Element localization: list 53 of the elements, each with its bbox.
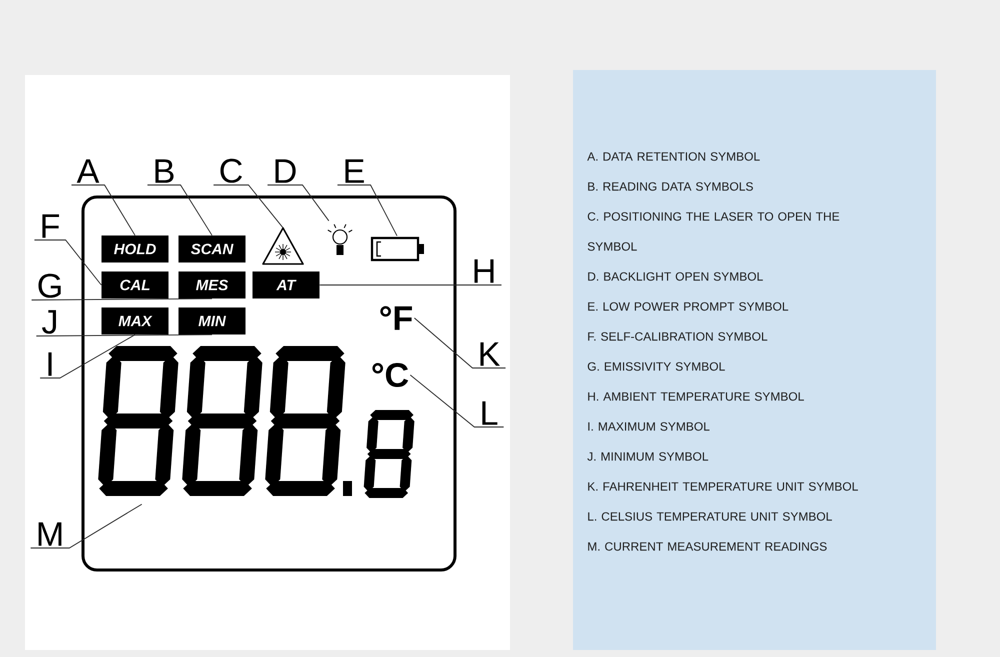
callout-letter: K	[480, 342, 500, 366]
list-item: M. CURRENT MEASUREMENT READINGS	[588, 542, 827, 551]
indicator-box: MAX	[102, 308, 168, 334]
list-item: J. MINIMUM SYMBOL	[587, 452, 708, 461]
leader-line	[147, 184, 212, 236]
indicator-box: HOLD	[102, 236, 168, 262]
leader-line	[213, 184, 284, 228]
list-item: D. BACKLIGHT OPEN SYMBOL	[588, 272, 763, 281]
indicator-box: CAL	[102, 272, 168, 298]
leader-line	[319, 284, 502, 286]
list-item: F. SELF-CALIBRATION SYMBOL	[588, 332, 768, 341]
leader-line	[40, 334, 136, 378]
list-item: C. POSITIONING THE LASER TO OPEN THE SYMBOL	[588, 212, 840, 251]
list-item: A. DATA RETENTION SYMBOL	[587, 152, 760, 161]
indicator-box: SCAN	[178, 236, 246, 262]
indicator-box: MES	[178, 272, 246, 298]
callout-letter: F	[42, 214, 60, 238]
list-item: G. EMISSIVITY SYMBOL	[588, 362, 725, 371]
callout-letter: H	[474, 259, 494, 283]
segment-digits-drawing	[98, 346, 352, 496]
light-bulb-icon	[327, 224, 353, 255]
leader-line	[31, 298, 212, 300]
leader-line	[71, 184, 136, 236]
list-item: I. MAXIMUM SYMBOL	[588, 422, 710, 431]
leader-line	[410, 374, 504, 428]
list-item: L. CELSIUS TEMPERATURE UNIT SYMBOL	[588, 512, 832, 521]
callout-letter: B	[155, 159, 174, 183]
leader-line	[414, 318, 506, 368]
lcd-frame	[82, 196, 456, 572]
callout-letter: M	[38, 522, 62, 546]
callout-letter: G	[38, 274, 61, 298]
list-item: E. LOW POWER PROMPT SYMBOL	[588, 302, 788, 311]
callout-letter: C	[220, 158, 242, 183]
leader-line	[34, 240, 102, 286]
unit-symbol: °F	[380, 306, 412, 330]
leader-line	[36, 334, 212, 336]
callout-letter: L	[482, 401, 498, 425]
unit-symbol: °C	[372, 362, 408, 388]
callout-letter: I	[48, 352, 52, 376]
battery-icon	[370, 236, 424, 262]
leader-line	[267, 184, 330, 222]
callout-letter: D	[276, 159, 296, 183]
list-item: K. FAHRENHEIT TEMPERATURE UNIT SYMBOL	[588, 482, 858, 491]
leader-line	[337, 184, 398, 236]
laser-warning-icon	[262, 227, 304, 265]
list-item: H. AMBIENT TEMPERATURE SYMBOL	[588, 392, 804, 401]
callout-letter: A	[76, 159, 100, 183]
callout-letter: E	[345, 159, 364, 183]
callout-letter: J	[42, 310, 56, 334]
indicator-box: AT	[252, 272, 320, 298]
leader-line	[30, 504, 142, 548]
indicator-box: MIN	[178, 308, 246, 334]
list-item: B. READING DATA SYMBOLS	[588, 182, 753, 191]
